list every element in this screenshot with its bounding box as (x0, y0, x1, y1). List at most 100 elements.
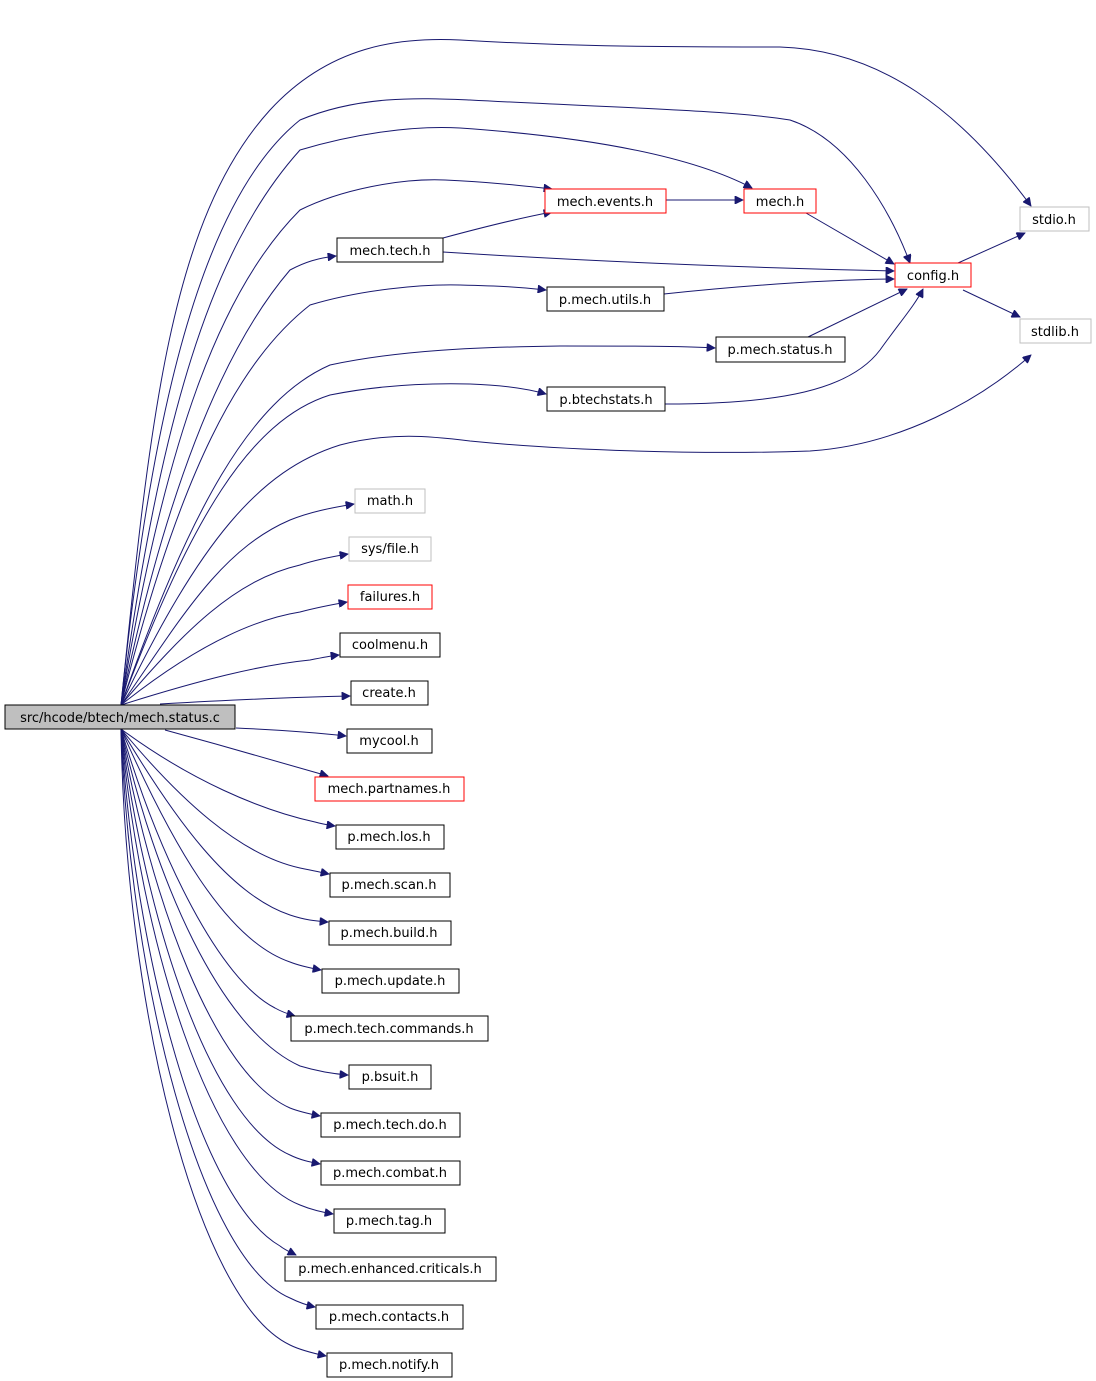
node-p-mech-scan-h[interactable]: p.mech.scan.h (329, 872, 451, 898)
node-mech-tech-h[interactable]: mech.tech.h (336, 237, 444, 263)
node-label: p.mech.build.h (341, 926, 438, 941)
node-label: p.mech.status.h (728, 343, 833, 358)
node-label: p.mech.los.h (347, 830, 430, 845)
edge-root-to-p-mech-contacts (120, 728, 315, 1307)
node-math-h[interactable]: math.h (354, 488, 426, 514)
node-p-mech-status-h[interactable]: p.mech.status.h (715, 336, 846, 363)
node-label: stdlib.h (1031, 325, 1079, 340)
edge-root-to-mech (120, 127, 752, 706)
node-box (329, 872, 451, 898)
edge-root-to-stdio (120, 38, 1031, 706)
node-label: mech.events.h (557, 195, 653, 210)
node-label: sys/file.h (361, 542, 419, 557)
node-label: config.h (907, 269, 959, 284)
node-label: create.h (362, 686, 416, 701)
edge-root-to-p-mech-tech-commands (120, 728, 295, 1016)
node-box (326, 1352, 453, 1378)
edge-root-to-p-mech-los (120, 728, 335, 826)
node-mycool-h[interactable]: mycool.h (346, 728, 433, 754)
node-box (335, 824, 445, 850)
node-p-mech-utils-h[interactable]: p.mech.utils.h (546, 286, 665, 312)
node-p-mech-tag-h[interactable]: p.mech.tag.h (333, 1208, 446, 1234)
edge-root-to-p-mech-enhanced-criticals (120, 728, 296, 1256)
edge-root-to-p-mech-scan (120, 728, 329, 874)
node-box (715, 336, 846, 363)
node-label: mech.partnames.h (328, 782, 451, 797)
node-p-mech-notify-h[interactable]: p.mech.notify.h (326, 1352, 453, 1378)
node-p-mech-build-h[interactable]: p.mech.build.h (328, 920, 452, 946)
node-box (346, 728, 433, 754)
edge-root-to-p-mech-notify (120, 728, 326, 1356)
node-box (336, 237, 444, 263)
node-root-label: src/hcode/btech/mech.status.c (20, 711, 220, 726)
node-box (284, 1256, 497, 1282)
node-p-mech-update-h[interactable]: p.mech.update.h (321, 968, 460, 994)
edge-root-to-p-mech-utils (120, 284, 546, 706)
node-box (350, 680, 429, 706)
node-label: p.mech.contacts.h (329, 1310, 449, 1325)
node-p-btechstats-h[interactable]: p.btechstats.h (546, 386, 666, 412)
node-p-mech-combat-h[interactable]: p.mech.combat.h (320, 1160, 461, 1186)
edge-root-to-sys-file (120, 554, 348, 706)
node-box (339, 632, 441, 658)
node-mech-partnames-h[interactable]: mech.partnames.h (314, 776, 465, 802)
node-failures-h[interactable]: failures.h (347, 584, 433, 610)
node-box (743, 188, 817, 214)
node-sys-file-h[interactable]: sys/file.h (348, 536, 432, 562)
edge-config-to-stdlib (962, 289, 1020, 317)
node-box (348, 1064, 432, 1090)
edge-p-mech-status-to-config (807, 289, 907, 338)
node-label: mech.tech.h (349, 244, 430, 259)
node-mech-events-h[interactable]: mech.events.h (544, 188, 667, 214)
node-box (333, 1208, 446, 1234)
edge-p-mech-utils-to-config (663, 279, 894, 295)
node-box (544, 188, 667, 214)
node-p-mech-los-h[interactable]: p.mech.los.h (335, 824, 445, 850)
edge-root-to-p-mech-build (120, 728, 328, 922)
edge-mech-to-config (805, 212, 894, 264)
node-root[interactable]: src/hcode/btech/mech.status.c (4, 704, 236, 730)
node-label: stdio.h (1032, 213, 1076, 228)
node-label: p.mech.notify.h (339, 1358, 439, 1373)
node-box (290, 1015, 489, 1042)
node-box (315, 1304, 464, 1330)
node-config-h[interactable]: config.h (894, 262, 972, 288)
node-label: p.mech.tech.do.h (333, 1118, 447, 1133)
node-label: p.mech.combat.h (333, 1166, 447, 1181)
edge-root-to-p-mech-status (120, 346, 715, 706)
edge-mech-tech-to-mech-events (442, 212, 552, 239)
node-label: p.mech.scan.h (341, 878, 436, 893)
edge-root-to-config (120, 98, 910, 706)
node-label: mech.h (756, 195, 804, 210)
node-p-mech-enhanced-criticals-h[interactable]: p.mech.enhanced.criticals.h (284, 1256, 497, 1282)
node-root-box (4, 704, 236, 730)
node-p-mech-tech-commands-h[interactable]: p.mech.tech.commands.h (290, 1015, 489, 1042)
node-label: mycool.h (359, 734, 418, 749)
node-box (347, 584, 433, 610)
edges (120, 38, 1031, 1356)
node-box (1019, 318, 1092, 344)
edge-root-to-mech-events (120, 179, 552, 706)
node-box (1019, 206, 1090, 232)
edge-root-to-p-bsuit (120, 728, 348, 1075)
node-box (314, 776, 465, 802)
node-stdio-h[interactable]: stdio.h (1019, 206, 1090, 232)
node-p-mech-contacts-h[interactable]: p.mech.contacts.h (315, 1304, 464, 1330)
node-mech-h[interactable]: mech.h (743, 188, 817, 214)
node-label: p.bsuit.h (362, 1070, 419, 1085)
node-p-mech-tech-do-h[interactable]: p.mech.tech.do.h (320, 1112, 461, 1138)
node-box (354, 488, 426, 514)
node-coolmenu-h[interactable]: coolmenu.h (339, 632, 441, 658)
node-box (546, 286, 665, 312)
node-box (328, 920, 452, 946)
node-label: p.btechstats.h (559, 393, 652, 408)
node-label: failures.h (360, 590, 420, 605)
node-p-bsuit-h[interactable]: p.bsuit.h (348, 1064, 432, 1090)
edge-root-to-stdlib (120, 355, 1031, 706)
node-label: p.mech.update.h (335, 974, 446, 989)
node-label: math.h (367, 494, 413, 509)
node-create-h[interactable]: create.h (350, 680, 429, 706)
node-stdlib-h[interactable]: stdlib.h (1019, 318, 1092, 344)
edge-root-to-p-mech-tech-do (120, 728, 320, 1116)
